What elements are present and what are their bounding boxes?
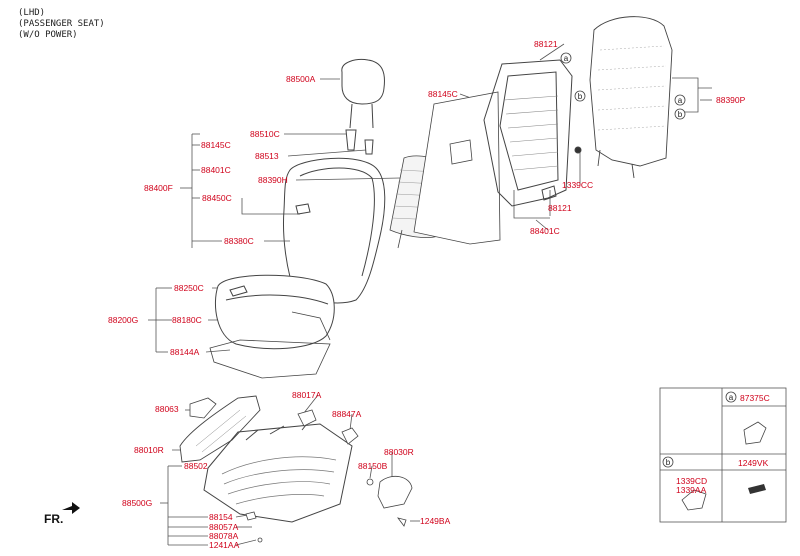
label-88063: 88063 bbox=[155, 404, 179, 414]
label-88180C: 88180C bbox=[172, 315, 202, 325]
label-88250C: 88250C bbox=[174, 283, 204, 293]
label-1339CC: 1339CC bbox=[562, 180, 594, 190]
marker-a-right: a bbox=[674, 94, 686, 106]
marker-b-text: b bbox=[578, 92, 583, 101]
header-line-1: (LHD) bbox=[18, 8, 46, 18]
marker-a-right-text: a bbox=[678, 96, 683, 105]
legend-table: a b bbox=[659, 387, 787, 523]
seat-back-trim bbox=[283, 157, 386, 304]
label-88513: 88513 bbox=[255, 151, 279, 161]
marker-b-right: b bbox=[674, 108, 686, 120]
nut-icon bbox=[681, 489, 707, 511]
label-88847A: 88847A bbox=[332, 409, 362, 419]
label-88401C-right: 88401C bbox=[530, 226, 560, 236]
fr-arrow-icon bbox=[62, 502, 80, 514]
label-88200G: 88200G bbox=[108, 315, 139, 325]
label-88017A: 88017A bbox=[292, 390, 322, 400]
label-88510C: 88510C bbox=[250, 129, 280, 139]
legend-label-87375C: 87375C bbox=[740, 393, 770, 403]
label-88078A: 88078A bbox=[209, 531, 239, 541]
back-frame bbox=[483, 59, 582, 207]
label-1249BA: 1249BA bbox=[420, 516, 451, 526]
label-88390P: 88390P bbox=[716, 95, 746, 105]
marker-b-diagram: b bbox=[574, 90, 586, 102]
label-88380C: 88380C bbox=[224, 236, 254, 246]
rear-cover-left bbox=[189, 397, 217, 419]
recliner-covers bbox=[245, 409, 413, 543]
clip-icon bbox=[743, 421, 767, 445]
label-88400F: 88400F bbox=[144, 183, 173, 193]
header-line-3: (W/O POWER) bbox=[18, 30, 78, 40]
markers: a b a b bbox=[560, 52, 686, 120]
legend-label-1249VK: 1249VK bbox=[738, 458, 769, 468]
label-88390H: 88390H bbox=[258, 175, 288, 185]
marker-a-diagram: a bbox=[560, 52, 572, 64]
label-88145C-left: 88145C bbox=[201, 140, 231, 150]
front-direction-label: FR. bbox=[44, 512, 64, 526]
label-88010R: 88010R bbox=[134, 445, 164, 455]
marker-b-right-text: b bbox=[678, 110, 683, 119]
label-88500G: 88500G bbox=[122, 498, 153, 508]
back-board bbox=[413, 91, 501, 245]
side-shield bbox=[179, 395, 261, 463]
label-88144A: 88144A bbox=[170, 347, 200, 357]
screw-icon bbox=[748, 484, 766, 494]
label-1241AA: 1241AA bbox=[209, 540, 240, 550]
marker-a-text: a bbox=[564, 54, 569, 63]
label-88401C-left: 88401C bbox=[201, 165, 231, 175]
label-88500A: 88500A bbox=[286, 74, 316, 84]
back-cover bbox=[589, 16, 673, 179]
cushion-trim bbox=[215, 274, 335, 350]
label-88121-top: 88121 bbox=[534, 39, 558, 49]
header-line-2: (PASSENGER SEAT) bbox=[18, 19, 105, 29]
cushion-frame bbox=[203, 419, 353, 523]
label-88154: 88154 bbox=[209, 512, 233, 522]
legend-marker-a: a bbox=[729, 393, 734, 402]
label-88030R: 88030R bbox=[384, 447, 414, 457]
label-88145C-top: 88145C bbox=[428, 89, 458, 99]
label-88057A: 88057A bbox=[209, 522, 239, 532]
legend-marker-b: b bbox=[666, 458, 671, 467]
cushion-pad bbox=[209, 311, 331, 379]
label-88150B: 88150B bbox=[358, 461, 388, 471]
label-88502: 88502 bbox=[184, 461, 208, 471]
label-88121-bottom: 88121 bbox=[548, 203, 572, 213]
legend-label-1339AA: 1339AA bbox=[676, 485, 707, 495]
legend-label-1339CD: 1339CD bbox=[676, 476, 708, 486]
headrest bbox=[341, 59, 385, 155]
leader-lines bbox=[148, 43, 712, 546]
label-88450C: 88450C bbox=[202, 193, 232, 203]
